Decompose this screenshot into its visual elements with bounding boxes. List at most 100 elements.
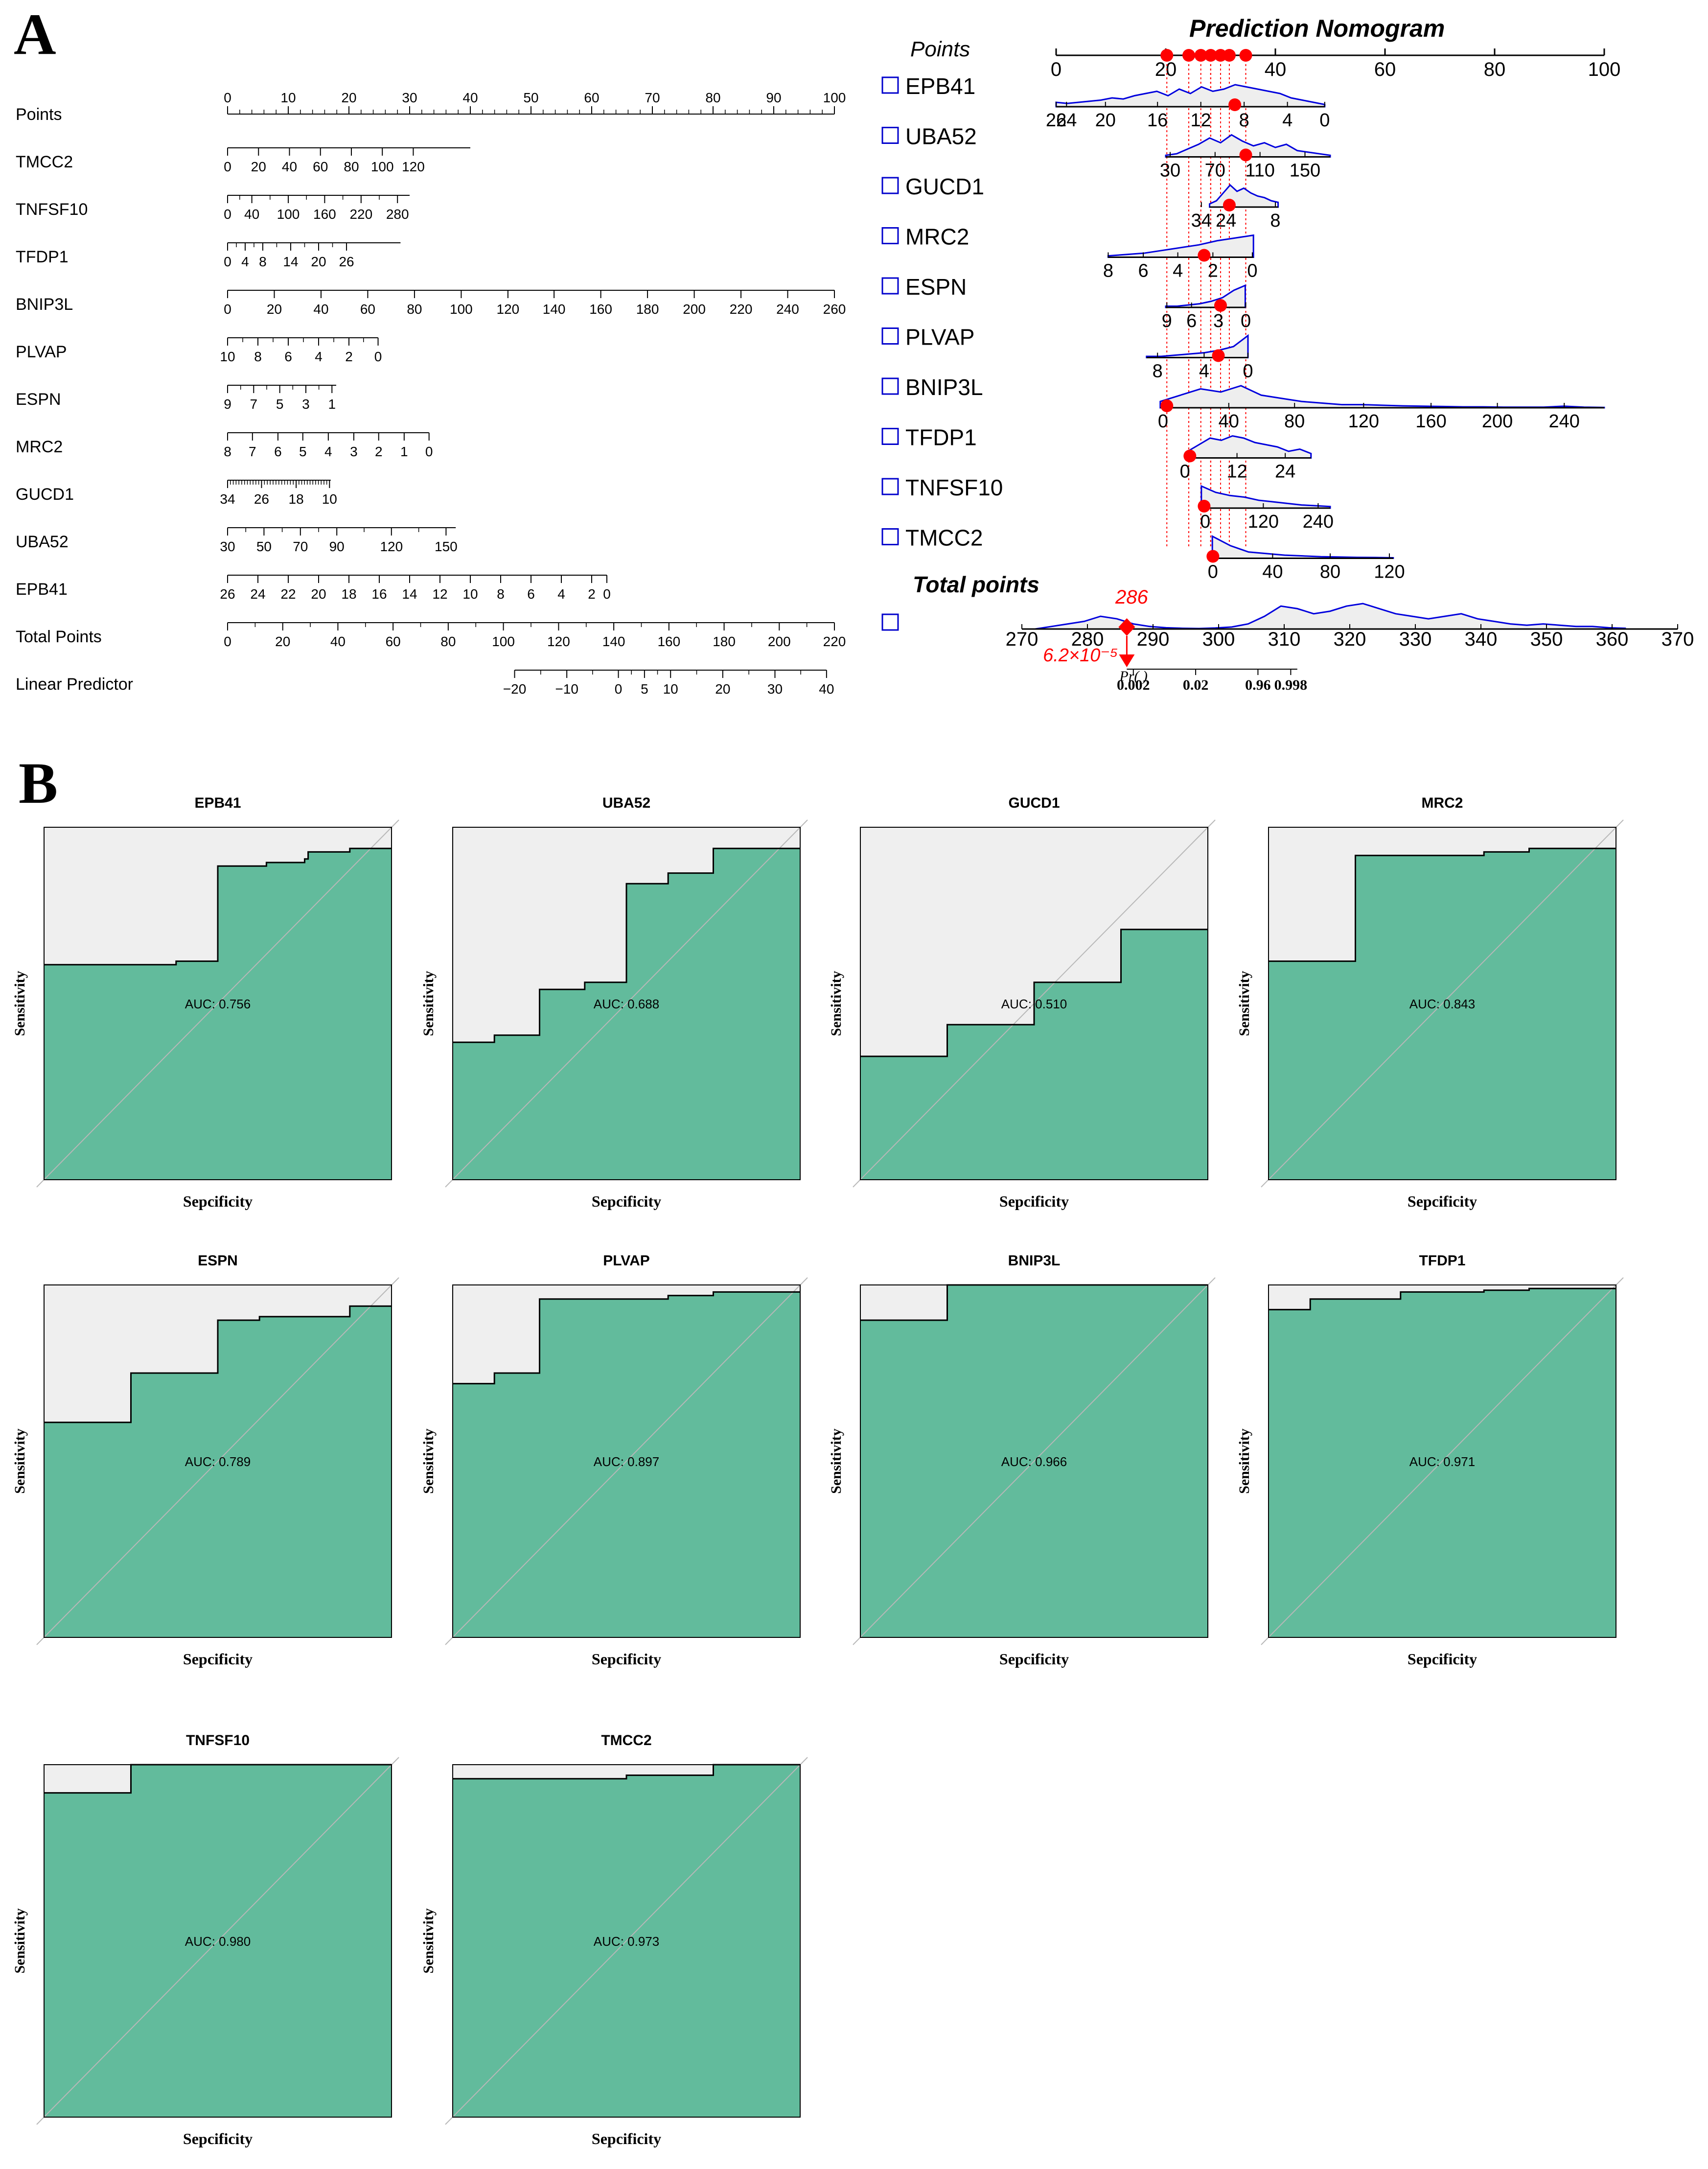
tick-label-bnip3l: 80 bbox=[407, 302, 422, 317]
points-axis-tick-label: 100 bbox=[1588, 59, 1621, 80]
roc-area-plvap bbox=[453, 1292, 800, 1637]
tick-label-linear-predictor: 40 bbox=[819, 681, 834, 697]
density-curve-uba52 bbox=[1165, 134, 1331, 158]
tick-label-espn: 3 bbox=[1213, 311, 1223, 331]
tick-label-espn: 1 bbox=[328, 396, 336, 412]
roc-frame-gucd1 bbox=[860, 827, 1208, 1180]
tick-label-espn: 9 bbox=[224, 396, 231, 412]
roc-frame-bnip3l bbox=[860, 1284, 1208, 1638]
checkbox-espn bbox=[881, 277, 899, 295]
roc-diagonal-uba52 bbox=[445, 819, 808, 1188]
roc-frame-espn bbox=[44, 1284, 392, 1638]
tick-label-total-points: 180 bbox=[713, 634, 736, 649]
tick-label-tfdp1: 26 bbox=[339, 254, 354, 269]
tick-label-linear-predictor: −10 bbox=[555, 681, 578, 697]
tick-label-points: 100 bbox=[823, 90, 846, 105]
tick-label-epb41: 12 bbox=[432, 586, 447, 602]
checkbox-total-points bbox=[881, 613, 899, 631]
tick-label-tmcc2: 0 bbox=[1208, 562, 1218, 583]
tick-label-plvap: 8 bbox=[254, 349, 262, 364]
roc-frame-tnfsf10 bbox=[44, 1764, 392, 2118]
tick-label-epb41: 16 bbox=[1147, 110, 1168, 131]
density-curve-mrc2 bbox=[1107, 234, 1254, 258]
roc-title-plvap: PLVAP bbox=[603, 1253, 650, 1269]
tick-label-tmcc2: 120 bbox=[1374, 562, 1405, 583]
roc-curve-uba52 bbox=[453, 847, 800, 1043]
tick-label-epb41: 24 bbox=[250, 586, 265, 602]
tick-label-mrc2: 8 bbox=[1103, 261, 1113, 281]
tick-label-points: 20 bbox=[341, 90, 356, 105]
tick-label-bnip3l: 0 bbox=[224, 302, 231, 317]
tick-label-bnip3l: 200 bbox=[1482, 411, 1513, 432]
roc-diagonal-epb41 bbox=[36, 819, 399, 1188]
tick-label-espn: 3 bbox=[302, 396, 310, 412]
tick-label-tnfsf10: 100 bbox=[277, 207, 300, 222]
row-label-total-points: Total Points bbox=[16, 628, 102, 646]
roc-title-tmcc2: TMCC2 bbox=[601, 1732, 651, 1749]
tick-label-bnip3l: 40 bbox=[1219, 411, 1239, 432]
tick-label-epb41: 12 bbox=[1191, 110, 1211, 131]
tick-label-espn: 9 bbox=[1162, 311, 1172, 331]
roc-area-uba52 bbox=[453, 848, 800, 1180]
roc-auc-label-tnfsf10: AUC: 0.980 bbox=[185, 1934, 251, 1949]
value-marker-espn bbox=[1214, 299, 1227, 312]
tick-label-total-points: 100 bbox=[492, 634, 515, 649]
row-label-tmcc2: TMCC2 bbox=[16, 153, 73, 171]
value-marker-tfdp1 bbox=[1183, 449, 1197, 463]
tick-label-epb41: 14 bbox=[402, 586, 417, 602]
tick-label-epb41: 16 bbox=[371, 586, 387, 602]
row-label-uba52: UBA52 bbox=[905, 124, 977, 149]
probability-tick-label: 0.96 bbox=[1245, 677, 1271, 693]
tick-label-mrc2: 0 bbox=[425, 444, 433, 459]
tick-label-gucd1: 24 bbox=[1216, 210, 1236, 231]
tick-label-epb41: 26 bbox=[220, 586, 235, 602]
tick-label-tnfsf10: 160 bbox=[313, 207, 336, 222]
tick-label-epb41: 18 bbox=[341, 586, 356, 602]
roc-area-tfdp1 bbox=[1269, 1288, 1616, 1637]
total-points-tick-label: 290 bbox=[1137, 629, 1170, 650]
selected-point-marker bbox=[1204, 49, 1217, 62]
tick-label-points: 60 bbox=[584, 90, 599, 105]
row-label-tnfsf10: TNFSF10 bbox=[905, 475, 1003, 500]
value-marker-tmcc2 bbox=[1206, 550, 1220, 563]
tick-label-epb41: 4 bbox=[1282, 110, 1293, 131]
tick-label-tnfsf10: 220 bbox=[349, 207, 372, 222]
row-label-points: Points bbox=[16, 105, 62, 124]
tick-label-bnip3l: 80 bbox=[1284, 411, 1305, 432]
roc-title-tnfsf10: TNFSF10 bbox=[186, 1732, 250, 1749]
tick-label-bnip3l: 100 bbox=[450, 302, 473, 317]
tick-label-epb41: 8 bbox=[497, 586, 505, 602]
tick-label-uba52: 150 bbox=[1290, 161, 1320, 181]
row-label-plvap: PLVAP bbox=[905, 325, 974, 350]
checkbox-plvap bbox=[881, 327, 899, 345]
roc-title-mrc2: MRC2 bbox=[1421, 795, 1463, 811]
tick-label-linear-predictor: 20 bbox=[715, 681, 730, 697]
total-value-diamond bbox=[1118, 618, 1135, 636]
tick-label-espn: 0 bbox=[1241, 311, 1251, 331]
checkbox-uba52 bbox=[881, 127, 899, 144]
tick-label-points: 70 bbox=[645, 90, 660, 105]
roc-frame-uba52 bbox=[452, 827, 801, 1180]
roc-ylabel-tnfsf10: Sensitivity bbox=[12, 1908, 28, 1973]
tick-label-linear-predictor: −20 bbox=[503, 681, 527, 697]
tick-label-tnfsf10: 0 bbox=[1200, 512, 1210, 532]
row-label-mrc2: MRC2 bbox=[905, 224, 969, 250]
tick-label-mrc2: 1 bbox=[400, 444, 408, 459]
tick-label-bnip3l: 140 bbox=[543, 302, 566, 317]
prediction-nomogram-title: Prediction Nomogram bbox=[1189, 15, 1445, 42]
tick-label-uba52: 150 bbox=[435, 539, 458, 554]
tick-label-bnip3l: 60 bbox=[360, 302, 375, 317]
tick-label-gucd1: 8 bbox=[1270, 210, 1280, 231]
roc-frame-plvap bbox=[452, 1284, 801, 1638]
roc-curve-plvap bbox=[453, 1291, 800, 1385]
prediction-nomogram: Prediction Nomogram Points Total points … bbox=[881, 15, 1694, 693]
roc-frame-tmcc2 bbox=[452, 1764, 801, 2118]
tick-label-tfdp1: 20 bbox=[311, 254, 326, 269]
row-label-tmcc2: TMCC2 bbox=[905, 525, 983, 551]
density-curve-total-points bbox=[1035, 603, 1626, 630]
tick-label-tfdp1: 24 bbox=[1275, 462, 1295, 482]
tick-label-bnip3l: 240 bbox=[1549, 411, 1580, 432]
